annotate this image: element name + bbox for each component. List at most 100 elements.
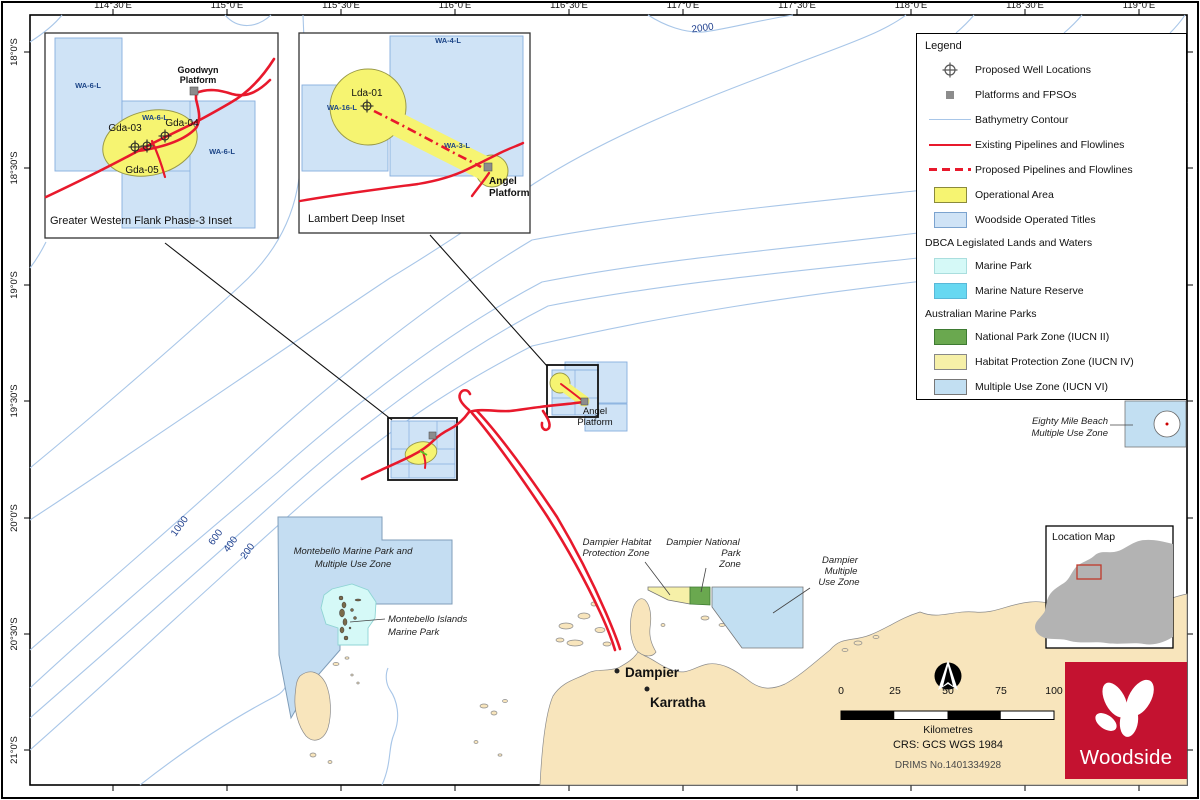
montebello-islands <box>338 595 362 641</box>
inset-leader-gwf <box>164 242 393 421</box>
legend-item-label: Platforms and FPSOs <box>975 88 1077 101</box>
title-label-wa3l: WA-3-L <box>444 141 470 150</box>
lat-label: 18°30'S <box>9 151 20 184</box>
scale-tick-25: 25 <box>889 685 901 697</box>
barrow-island <box>294 671 331 741</box>
legend-item-label: Bathymetry Contour <box>975 113 1069 126</box>
legend-item-operational-area: Operational Area <box>925 182 1180 207</box>
goodwyn-platform-marker-main <box>428 431 437 440</box>
ld-existing-pipelines <box>298 141 525 203</box>
inset-leader-lambert <box>429 234 548 367</box>
dampier-town-dot <box>614 668 620 674</box>
legend-title: Legend <box>925 40 962 52</box>
scale-tick-50: 50 <box>942 685 954 697</box>
woodside-logo: Woodside <box>1065 662 1187 779</box>
goodwyn-platform-marker <box>189 86 199 96</box>
lat-label: 20°30'S <box>9 617 20 650</box>
lon-label: 119°0'E <box>1123 0 1155 11</box>
lon-label: 116°30'E <box>550 0 588 11</box>
lat-label: 21°0'S <box>9 736 20 764</box>
ld-proposed-pipeline <box>373 109 482 169</box>
small-islands <box>309 601 880 764</box>
inset-gwf-caption: Greater Western Flank Phase-3 Inset <box>50 215 232 227</box>
karratha-town-dot <box>644 686 650 692</box>
legend-item-existing-pipelines: Existing Pipelines and Flowlines <box>925 132 1180 157</box>
legend-item-label: Marine Nature Reserve <box>975 284 1084 297</box>
title-label-wa6l: WA-6-L <box>75 81 101 90</box>
location-map-title: Location Map <box>1052 531 1115 543</box>
lon-label: 118°0'E <box>895 0 927 11</box>
lambert-extent-box <box>546 364 599 418</box>
legend-item-label: Operational Area <box>975 188 1054 201</box>
lon-label: 114°30'E <box>94 0 132 11</box>
muz-label: Use Zone <box>818 577 859 588</box>
npz-label: Dampier National <box>666 537 740 548</box>
lat-label: 19°30'S <box>9 384 20 417</box>
angel-platform-label: Angel <box>489 176 517 187</box>
legend-item-label: Habitat Protection Zone (IUCN IV) <box>975 355 1134 368</box>
montebello-muz-label: Montebello Marine Park and <box>294 546 414 557</box>
lat-label: 20°0'S <box>9 504 20 532</box>
goodwyn-platform-label: Platform <box>180 75 217 85</box>
marine-park-swatch <box>933 257 967 274</box>
angel-platform-marker-main <box>580 397 589 406</box>
crs-label: CRS: GCS WGS 1984 <box>893 739 1003 751</box>
drims-number: DRIMS No.1401334928 <box>895 760 1002 771</box>
well-symbol-gda03 <box>128 140 142 154</box>
gwf-extent-box <box>387 417 458 481</box>
legend-item-wells: Proposed Well Locations <box>925 57 1180 82</box>
bathymetry-line-icon <box>925 119 975 120</box>
eighty-mile-beach-dot <box>1165 422 1169 426</box>
montebello-marine-park <box>320 583 377 646</box>
ticks-left <box>24 51 30 751</box>
scale-unit: Kilometres <box>923 724 973 736</box>
north-arrow <box>934 660 962 690</box>
land <box>294 593 1188 786</box>
montebello-muz-label: Multiple Use Zone <box>315 559 392 570</box>
npz-label: Zone <box>718 559 741 570</box>
habitat-protection-zone-swatch <box>933 353 967 370</box>
inset-lambert-deep: WA-4-L WA-16-L WA-3-L Lda-01 Angel Platf… <box>298 32 531 234</box>
npz-label: Park <box>721 548 742 559</box>
legend-item-woodside-titles: Woodside Operated Titles <box>925 207 1180 232</box>
existing-pipelines <box>360 383 622 652</box>
lon-label: 116°0'E <box>439 0 471 11</box>
lon-label: 117°0'E <box>667 0 699 11</box>
platform-square-icon <box>925 90 975 99</box>
well-label-gda05: Gda-05 <box>125 165 159 176</box>
dampier-habitat-protection-zone <box>647 586 691 605</box>
gwf-operational-area-mini <box>404 441 438 465</box>
lat-label: 19°0'S <box>9 271 20 299</box>
gwf-pipelines <box>44 57 276 199</box>
location-extent-rectangle <box>1076 564 1102 580</box>
ticks-top <box>112 9 1140 15</box>
woodside-wordmark: Woodside <box>1079 746 1173 769</box>
lon-label: 117°30'E <box>778 0 816 11</box>
well-symbol-gda04 <box>140 139 154 153</box>
legend-item-marine-nature-reserve: Marine Nature Reserve <box>925 278 1180 303</box>
western-australia-silhouette <box>1035 539 1173 645</box>
national-park-zone-swatch <box>933 328 967 345</box>
muz-label: Dampier <box>822 555 859 566</box>
eighty-mile-label: Multiple Use Zone <box>1031 428 1108 439</box>
muz-label: Multiple <box>825 566 858 577</box>
montebello-mp-label: Montebello Islands <box>388 614 467 625</box>
scale-tick-100: 100 <box>1045 685 1063 697</box>
woodside-titles-swatch <box>933 211 967 228</box>
well-symbol-icon <box>925 62 975 78</box>
scale-tick-0: 0 <box>838 685 844 697</box>
dampier-multiple-use-zone <box>711 586 804 649</box>
ticks-bottom <box>112 785 1140 791</box>
scale-tick-75: 75 <box>995 685 1007 697</box>
inset-gwf: WA-6-L WA-6-L WA-6-L Goodwyn Platform Gd… <box>44 32 279 239</box>
lon-label: 115°0'E <box>211 0 243 11</box>
legend-item-label: Proposed Pipelines and Flowlines <box>975 163 1133 176</box>
legend: Legend Proposed Well Locations Platforms… <box>916 33 1187 400</box>
title-label-wa4l: WA-4-L <box>435 36 461 45</box>
marine-nature-reserve-swatch <box>933 282 967 299</box>
operational-area-swatch <box>933 186 967 203</box>
red-line-icon <box>925 143 975 146</box>
montebello-mp-label: Marine Park <box>388 627 440 638</box>
mainland <box>539 593 1188 786</box>
